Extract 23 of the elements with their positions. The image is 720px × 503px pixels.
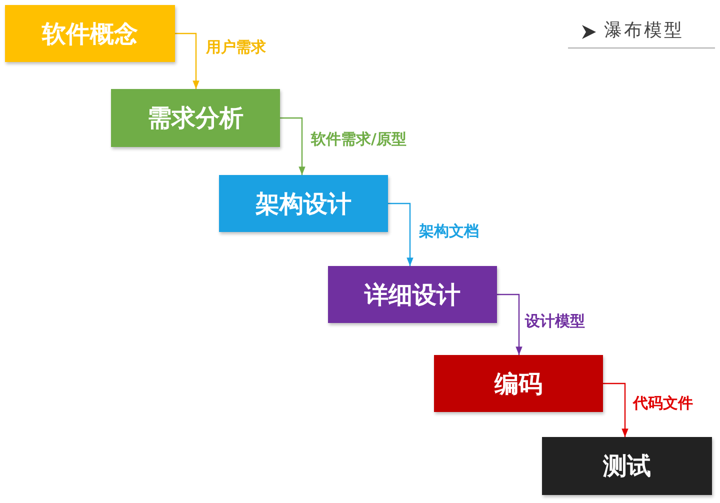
- process-box: [111, 89, 280, 147]
- title: 瀑布模型: [604, 19, 684, 42]
- process-box: [328, 266, 497, 323]
- edge-label: 架构文档: [418, 222, 480, 241]
- edge-label: 代码文件: [632, 394, 694, 413]
- box-label: 编码: [494, 368, 542, 400]
- process-box: [5, 5, 175, 62]
- box-label: 测试: [603, 451, 651, 482]
- process-box: [434, 355, 603, 412]
- edge-label: 软件需求/原型: [310, 130, 408, 149]
- box-label: 架构设计: [256, 188, 352, 220]
- box-label: 详细设计: [364, 280, 460, 310]
- arrow: [280, 117, 306, 175]
- edge-label: 用户需求: [205, 38, 267, 57]
- edge-label: 设计模型: [524, 312, 586, 331]
- arrow: [388, 202, 414, 266]
- arrow: [497, 294, 522, 355]
- arrow: [175, 32, 200, 89]
- process-box: [542, 437, 712, 495]
- box-label: 需求分析: [148, 103, 244, 134]
- box-label: 软件概念: [42, 18, 138, 50]
- arrow: [603, 382, 628, 437]
- process-box: [219, 175, 388, 232]
